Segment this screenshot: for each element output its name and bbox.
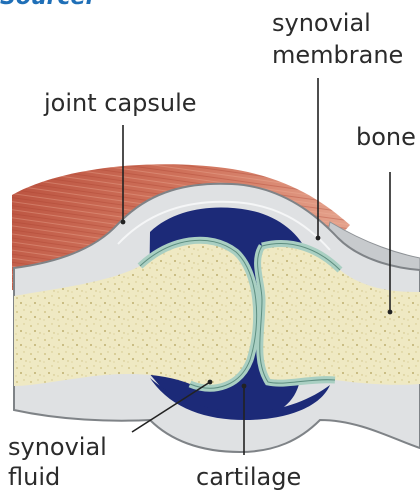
label-synovial-membrane-line1: synovial	[272, 8, 371, 38]
label-synovial-membrane-line2: membrane	[272, 40, 403, 70]
label-synovial-fluid-line2: fluid	[8, 462, 60, 492]
bone-leader-dot	[388, 310, 393, 315]
cartilage-leader-dot	[242, 384, 247, 389]
synovial-fluid-leader-dot	[208, 380, 213, 385]
label-synovial-fluid-line1: synovial	[8, 432, 107, 462]
joint-capsule-leader-dot	[121, 220, 126, 225]
label-cartilage: cartilage	[196, 462, 301, 492]
label-joint-capsule: joint capsule	[44, 88, 197, 118]
label-bone: bone	[356, 122, 416, 152]
synovial-membrane-leader-dot	[316, 236, 321, 241]
